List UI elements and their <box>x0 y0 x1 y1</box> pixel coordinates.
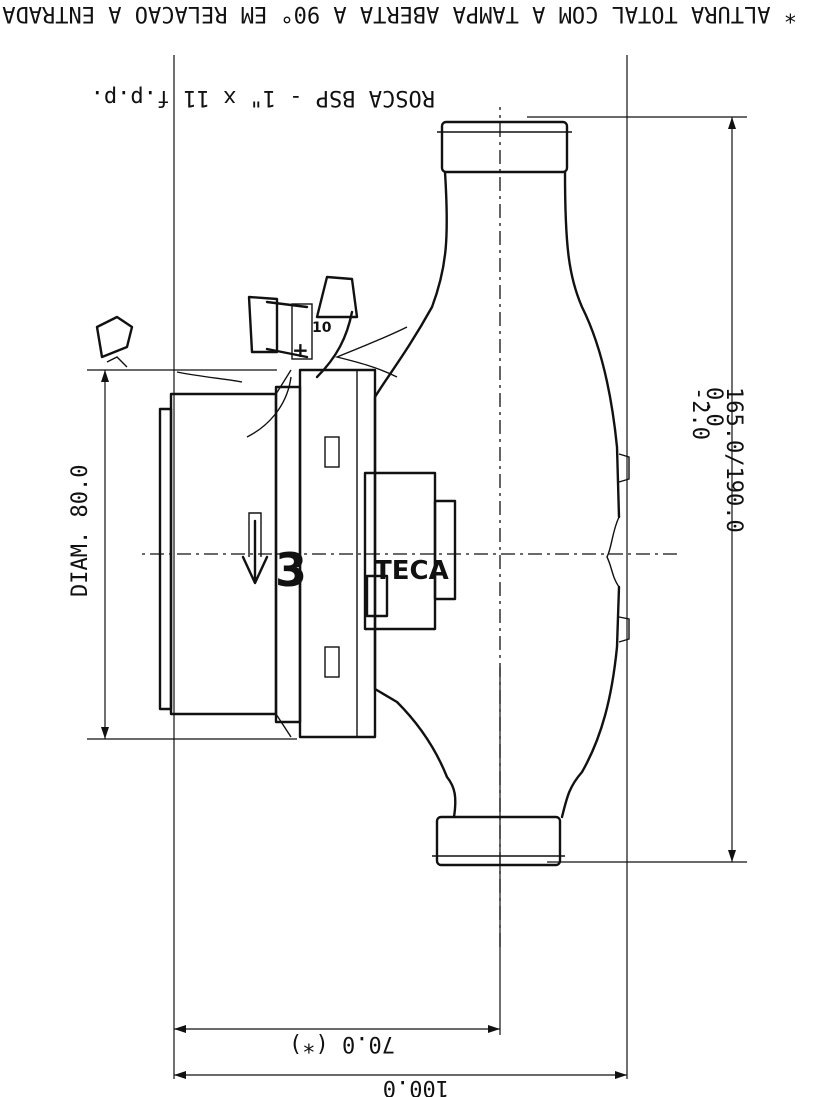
meter-body <box>373 120 630 867</box>
flow-arrow <box>241 512 269 585</box>
tolerance-lower: -2.0 <box>687 387 712 440</box>
thread-note: ROSCA BSP - 1" x 11 f.p.p. <box>91 85 435 110</box>
dim-diameter-label: DIAM. 80.0 <box>68 465 93 597</box>
plus-sign: + <box>292 338 309 362</box>
brand-label: TECA <box>374 556 449 586</box>
dim-height-star-label: 70.0 (*) <box>289 1031 395 1056</box>
dim-length: 165.0/190.0 0.0 -2.0 <box>527 116 747 863</box>
dim-length-label: 165.0/190.0 <box>721 387 746 533</box>
tolerance-upper: 0.0 <box>701 387 726 427</box>
seal-assembly <box>95 275 408 383</box>
dim-diameter: DIAM. 80.0 <box>68 369 297 740</box>
header-note: * ALTURA TOTAL COM A TAMPA ABERTA A 90° … <box>0 1 797 26</box>
dim-height-total-label: 100.0 <box>383 1075 449 1097</box>
register-head <box>158 368 377 739</box>
dim-height-total: 100.0 <box>173 55 628 1097</box>
dim-height-star: 70.0 (*) <box>174 667 501 1056</box>
seal-text: 10 <box>312 320 332 336</box>
brand-plate <box>363 471 457 631</box>
size-number: 3 <box>275 543 307 597</box>
